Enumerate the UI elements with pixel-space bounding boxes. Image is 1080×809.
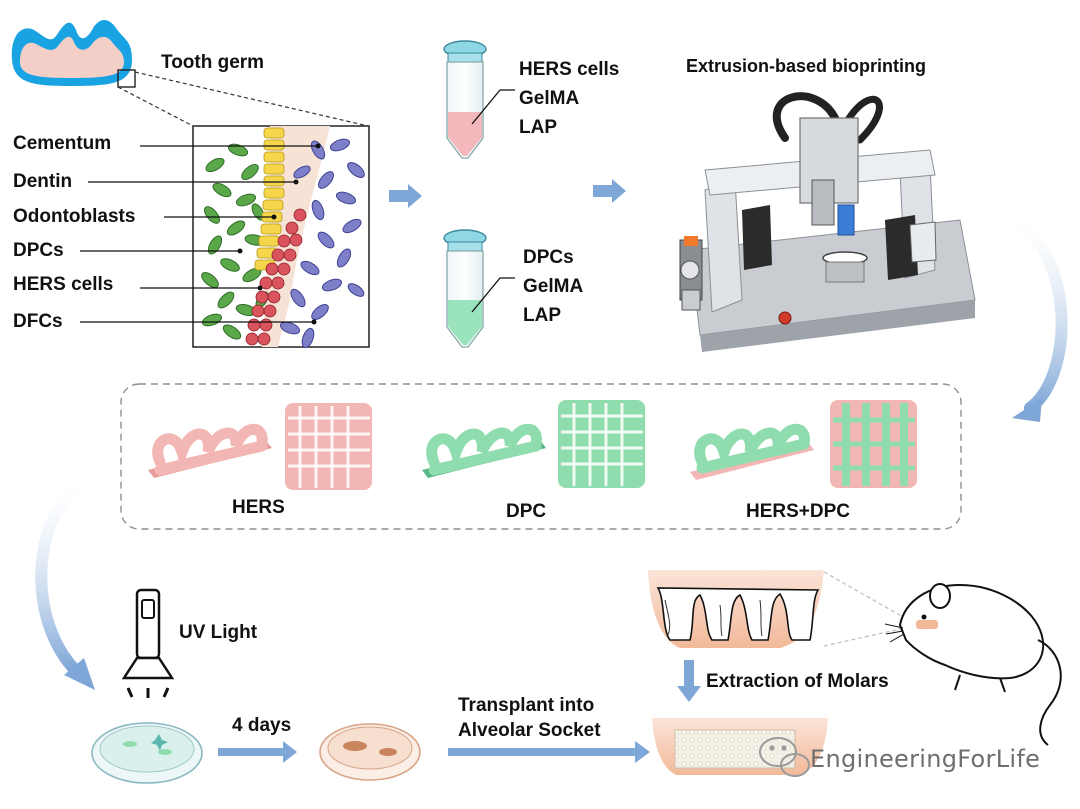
arrowhead-icon <box>64 658 95 690</box>
tube-bottom-line-3: LAP <box>523 305 561 326</box>
tooth-germ-icon <box>11 19 136 88</box>
uv-light-label: UV Light <box>179 622 258 643</box>
arrow-right-icon <box>218 741 297 763</box>
tube-hers-icon <box>443 40 487 159</box>
transplant-label-line-1: Transplant into <box>458 695 595 716</box>
tube-leader <box>471 277 515 313</box>
zoom-line <box>823 627 906 647</box>
arrowhead-icon <box>1012 398 1042 422</box>
arrow-right-icon <box>593 179 626 203</box>
leader-lines <box>80 145 318 323</box>
dfcs-label: DFCs <box>13 311 63 332</box>
tube-top-line-2: GelMA <box>519 88 580 109</box>
molars-gum-illustration <box>648 570 824 648</box>
transplant-label-line-2: Alveolar Socket <box>458 720 601 741</box>
cementum-label: Cementum <box>13 133 112 154</box>
four-days-label: 4 days <box>232 715 292 736</box>
tube-bottom-line-1: DPCs <box>523 247 574 268</box>
zoom-line <box>134 71 369 127</box>
extraction-label: Extraction of Molars <box>706 671 889 692</box>
dpcs-label: DPCs <box>13 240 64 261</box>
tube-top-line-3: LAP <box>519 117 557 138</box>
scaffold-hers-dpc-icon <box>690 400 917 488</box>
curved-arrow-icon <box>1004 212 1068 414</box>
hers-cells-label: HERS cells <box>13 274 114 295</box>
arrow-down-icon <box>677 660 701 702</box>
curved-arrow-icon <box>35 476 88 676</box>
rat-illustration <box>884 583 1062 746</box>
petri-dish-icon <box>319 723 421 781</box>
tube-dpc-icon <box>443 229 487 348</box>
watermark-text: EngineeringForLife <box>810 745 1041 773</box>
scaffold-hers-label: HERS <box>232 497 285 518</box>
zoom-line <box>823 571 906 619</box>
implant-gum-illustration <box>652 718 828 775</box>
watermark-icon <box>759 737 810 777</box>
zoom-line <box>117 86 194 127</box>
dentin-label: Dentin <box>13 171 73 192</box>
arrow-right-icon <box>389 184 422 208</box>
tissue-section-illustration <box>192 125 370 349</box>
tube-top-line-1: HERS cells <box>519 59 620 80</box>
scaffold-dpc-icon <box>422 400 645 488</box>
petri-dish-icon <box>91 722 203 784</box>
odontoblasts-label: Odontoblasts <box>13 206 136 227</box>
scaffold-hers-icon <box>148 403 372 490</box>
scaffold-dpc-label: DPC <box>506 501 547 522</box>
tube-leader <box>471 89 515 125</box>
tube-bottom-line-2: GelMA <box>523 276 584 297</box>
tooth-germ-label: Tooth germ <box>161 52 265 73</box>
scaffold-hers-dpc-label: HERS+DPC <box>746 501 850 522</box>
arrow-right-icon <box>448 741 650 763</box>
scaffold-panel <box>120 383 962 530</box>
uv-light-icon <box>121 588 175 698</box>
bioprinter-illustration <box>679 92 976 352</box>
bioprinting-label: Extrusion-based bioprinting <box>686 56 927 76</box>
